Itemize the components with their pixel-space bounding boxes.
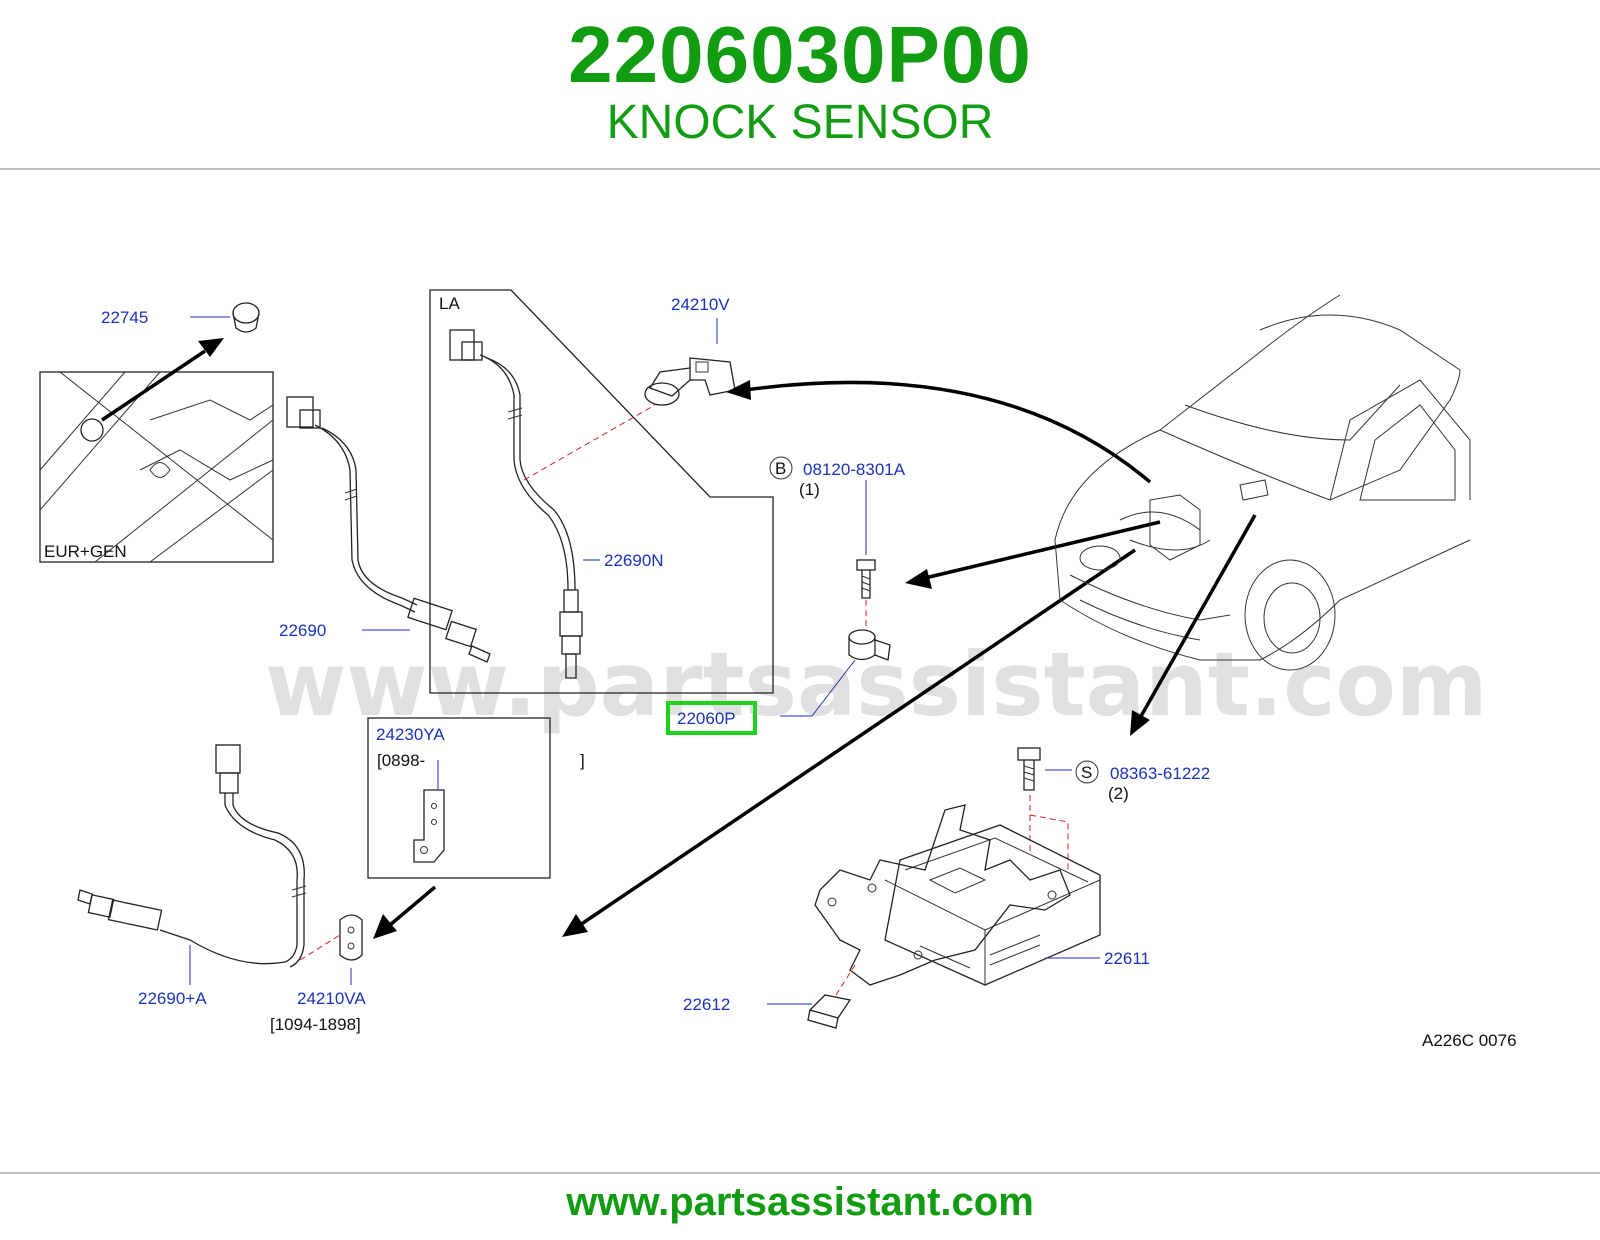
footer-divider [0,1172,1600,1174]
diagram-code: A226C 0076 [1422,1031,1517,1050]
arrow-grommet-head [198,338,224,357]
callout-24210va-range: [1094-1898] [270,1015,361,1034]
part-22745-grommet [232,302,260,333]
highlight-22060p [666,701,757,735]
part-08363-bolt [1017,747,1041,791]
inset-24230ya [367,717,551,879]
badge-b: B [775,459,786,478]
dash-22690a-24210va [299,934,341,961]
vehicle-outline [1054,294,1471,671]
arrow-24210va-head [373,914,397,939]
part-number-title: 2206030P00 [568,10,1032,99]
page-header: 2206030P00 KNOCK SENSOR [0,0,1600,168]
inset-la-label: LA [439,294,460,313]
header-divider [0,168,1600,170]
inset-eur-gen-label: EUR+GEN [44,542,127,561]
part-name-subtitle: KNOCK SENSOR [606,96,994,149]
arrow-24210v [744,380,1152,484]
callout-22690n: 22690N [604,551,664,570]
part-24210va-bracket [339,914,363,961]
callout-08120-qty: (1) [799,480,820,499]
callout-08120-8301a: 08120-8301A [803,460,906,479]
arrow-knock-sensor-head [905,569,932,589]
inset-eur-gen: EUR+GEN [39,371,274,563]
part-22612-clip [807,994,852,1029]
badge-s: S [1081,763,1092,782]
footer-url[interactable]: www.partsassistant.com [566,1180,1034,1224]
inset-la: LA [429,289,774,694]
part-22690-sensor [286,396,491,663]
callout-22690: 22690 [279,621,326,640]
arrow-lower-sensor [579,548,1136,927]
badge-b-circle [769,456,793,480]
callout-24210va: 24210VA [297,989,366,1008]
arrow-lower-sensor-head [562,914,588,937]
watermark-text: www.partsassistant.com [265,633,1488,736]
callout-22060p: 22060P [677,709,736,728]
part-08120-bolt [856,559,876,599]
part-22611-ecm [884,824,1101,986]
callout-22690a: 22690+A [138,989,207,1008]
arrow-24210va [388,885,437,927]
callout-22745: 22745 [101,308,148,327]
callout-24210v: 24210V [671,295,730,314]
arrow-24210v-head [726,380,751,400]
ecm-bracket [814,804,1071,986]
part-22060p-knock-sensor [848,629,891,661]
part-24210v-clip [644,357,736,406]
arrow-ecm-head [1130,710,1150,736]
callout-24230ya: 24230YA [376,725,445,744]
callout-08363-qty: (2) [1108,784,1129,803]
badge-s-circle [1075,760,1099,784]
callout-22612: 22612 [683,995,730,1014]
arrow-knock-sensor [924,520,1161,580]
dash-22690n-24210v [523,404,656,481]
part-22690a-sensor [77,744,307,968]
arrow-ecm [1138,514,1257,719]
callout-08363-61222: 08363-61222 [1110,764,1210,783]
dash-22612-ecm [835,964,856,996]
arrow-grommet [101,349,206,422]
leader-22060p [780,659,856,717]
callout-24230ya-range-start: [0898- [377,751,425,770]
callout-24230ya-range-end: ] [580,751,585,770]
dash-bolt-ecm [1029,795,1069,870]
callout-22611: 22611 [1104,949,1150,968]
